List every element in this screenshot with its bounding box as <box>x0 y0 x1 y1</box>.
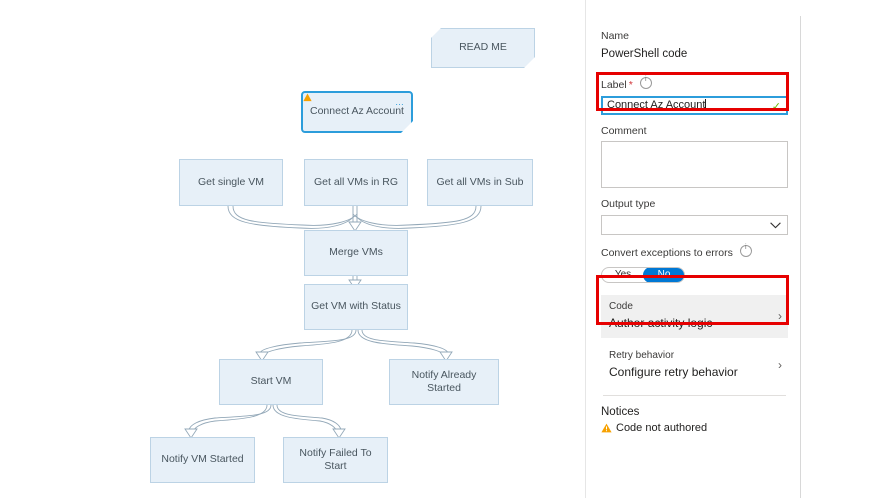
comment-label: Comment <box>601 124 647 137</box>
node-notify-vm-started[interactable]: Notify VM Started <box>150 437 255 483</box>
node-get-vm-with-status[interactable]: Get VM with Status <box>304 284 408 330</box>
node-label: Start VM <box>250 375 292 388</box>
label-input-value: Connect Az Account <box>607 99 706 112</box>
panel-right-divider <box>800 16 801 498</box>
node-label: Notify Already Started <box>411 368 477 394</box>
check-icon: ✓ <box>771 100 781 113</box>
required-asterisk: * <box>628 79 633 92</box>
node-label: Get VM with Status <box>311 300 401 313</box>
node-overflow-menu-icon[interactable]: … <box>395 97 405 107</box>
node-label: Get single VM <box>198 175 264 188</box>
node-get-all-vms-in-rg[interactable]: Get all VMs in RG <box>304 159 408 206</box>
toggle-option-yes[interactable]: Yes <box>614 268 632 280</box>
label-field-label: Label* <box>601 75 788 93</box>
chevron-right-icon: › <box>778 309 782 324</box>
convert-exceptions-toggle[interactable]: Yes No <box>601 266 685 283</box>
node-get-all-vms-in-sub[interactable]: Get all VMs in Sub <box>427 159 533 206</box>
name-label: Name <box>601 30 630 42</box>
chevron-down-icon <box>770 221 781 228</box>
name-value: PowerShell code <box>601 47 688 60</box>
toggle-option-no[interactable]: No <box>643 267 684 282</box>
notices-label: Notices <box>601 405 640 418</box>
retry-row-action: Configure retry behavior <box>609 364 738 379</box>
info-icon[interactable] <box>739 243 752 258</box>
properties-panel: Name PowerShell code Label* Connect Az A… <box>586 0 800 498</box>
node-label: Notify Failed To Start <box>299 446 372 472</box>
chevron-right-icon: › <box>778 358 782 373</box>
warning-triangle-icon <box>601 423 612 433</box>
output-type-label: Output type <box>601 198 656 211</box>
node-notify-failed-to-start[interactable]: Notify Failed To Start <box>283 437 388 483</box>
panel-divider <box>603 394 786 396</box>
node-start-vm[interactable]: Start VM <box>219 359 323 405</box>
panel-left-divider <box>585 0 586 498</box>
connector-layer <box>184 205 482 439</box>
node-label: Get all VMs in Sub <box>436 175 524 188</box>
label-input[interactable]: Connect Az Account ✓ <box>601 95 788 115</box>
code-row[interactable]: Code Author activity logic › <box>601 294 788 338</box>
node-read-me[interactable]: READ ME <box>431 28 535 68</box>
node-label: Merge VMs <box>329 246 383 259</box>
info-icon[interactable] <box>639 75 652 90</box>
notice-text: Code not authored <box>616 422 708 435</box>
warning-triangle-icon <box>303 93 312 102</box>
node-merge-vms[interactable]: Merge VMs <box>304 230 408 276</box>
node-label: READ ME <box>459 41 507 54</box>
code-row-title: Code <box>609 300 633 312</box>
workflow-canvas[interactable]: READ ME Connect Az Account … Get single … <box>0 0 575 498</box>
notice-item: Code not authored <box>601 422 788 434</box>
node-get-single-vm[interactable]: Get single VM <box>179 159 283 206</box>
output-type-select[interactable] <box>601 215 788 236</box>
node-label: Get all VMs in RG <box>313 175 399 188</box>
node-label: Notify VM Started <box>161 453 244 466</box>
code-row-action: Author activity logic <box>609 315 713 330</box>
node-label: Connect Az Account <box>310 105 404 118</box>
node-notify-already-started[interactable]: Notify Already Started <box>389 359 499 405</box>
comment-textarea[interactable] <box>601 141 788 189</box>
retry-row-title: Retry behavior <box>609 349 675 361</box>
text-caret <box>705 99 707 112</box>
convert-exceptions-label: Convert exceptions to errors <box>601 243 788 261</box>
node-connect-az-account[interactable]: Connect Az Account … <box>301 91 413 133</box>
retry-behavior-row[interactable]: Retry behavior Configure retry behavior … <box>601 344 788 387</box>
